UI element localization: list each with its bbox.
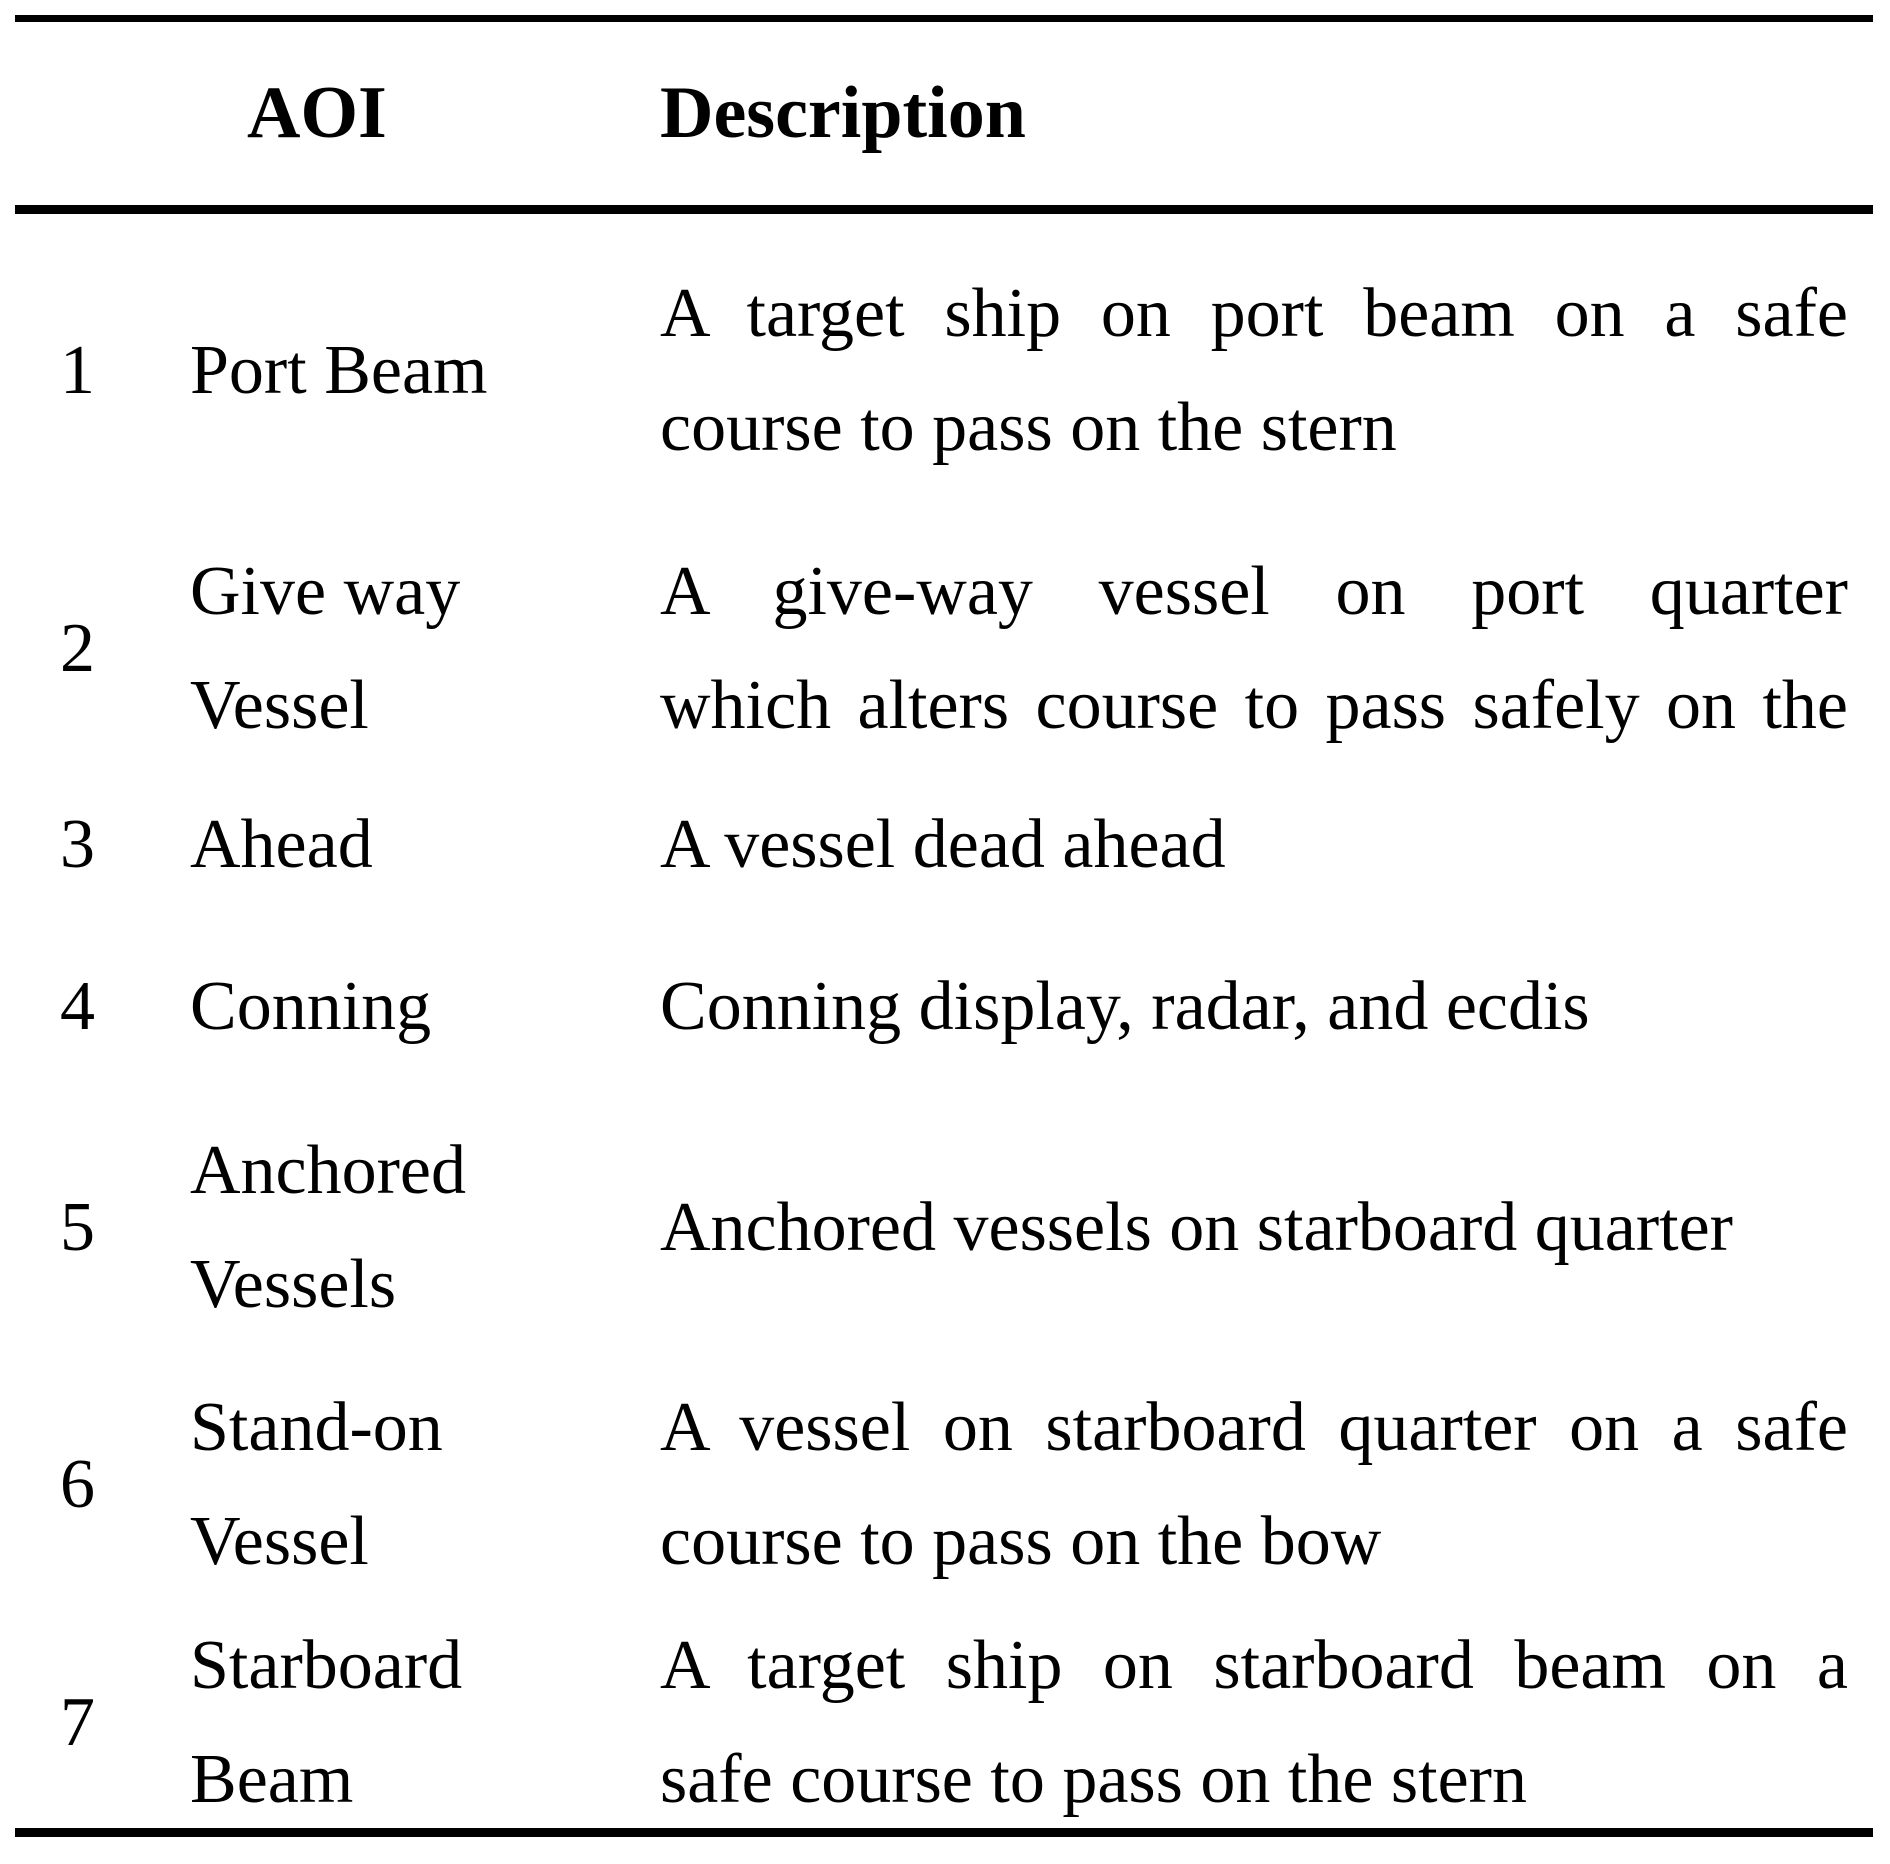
table-row: 3 Ahead A vessel dead ahead [15,771,1873,919]
description-cell: Anchored vessels on starboard quarter [660,1171,1873,1285]
description-line: which alters course to pass safely on th… [660,667,1848,744]
description-line: A give-way vessel on port quarter [660,553,1848,630]
aoi-label: Give way Vessel [190,553,461,744]
header-aoi: AOI [247,72,387,154]
description-line: A vessel dead ahead [660,806,1226,883]
row-number: 2 [60,610,95,687]
header-bottom-rule [15,205,1873,214]
description-cell: A give-way vessel on port quarter which … [660,535,1873,763]
description-line: A target ship on port beam on a safe [660,274,1848,352]
table-bottom-rule [15,1828,1873,1837]
table-row: 4 Conning Conning display, radar, and ec… [15,919,1873,1095]
row-number: 7 [60,1684,95,1761]
row-number: 3 [60,806,95,883]
description-cell: Conning display, radar, and ecdis [660,950,1873,1064]
row-number: 6 [60,1446,95,1523]
aoi-label: Stand-on Vessel [190,1389,443,1580]
description-line: course to pass on the stern [660,388,1397,466]
row-number: 1 [60,331,95,409]
description-line: Conning display, radar, and ecdis [660,968,1590,1045]
description-line: Anchored vessels on starboard quarter [660,1189,1733,1266]
description-line: safe course to pass on the stern [660,1741,1527,1818]
description-line: course to pass on the bow [660,1503,1382,1580]
description-cell: A target ship on starboard beam on a saf… [660,1609,1873,1837]
table-row: 7 Starboard Beam A target ship on starbo… [15,1609,1873,1828]
aoi-label: Starboard Beam [190,1627,463,1818]
aoi-label: Port Beam [190,331,488,409]
aoi-label: Anchored Vessels [190,1132,467,1323]
description-cell: A vessel on starboard quarter on a safe … [660,1371,1873,1599]
aoi-label: Conning [190,968,432,1045]
table-row: 1 Port Beam A target ship on port beam o… [15,214,1873,527]
description-cell: A target ship on port beam on a safe cou… [660,257,1873,485]
row-number: 5 [60,1189,95,1266]
table-top-rule [15,15,1873,22]
description-line: A vessel on starboard quarter on a safe [660,1389,1848,1466]
header-description: Description [660,72,1026,154]
table-header-row: AOI Description [15,22,1873,205]
aoi-table: AOI Description 1 Port Beam A target shi… [15,15,1873,1837]
table-row: 5 Anchored Vessels Anchored vessels on s… [15,1095,1873,1361]
table-row: 2 Give way Vessel A give-way vessel on p… [15,527,1873,771]
table-row: 6 Stand-on Vessel A vessel on starboard … [15,1361,1873,1609]
description-cell: A vessel dead ahead [660,788,1873,902]
description-line: A target ship on starboard beam on a [660,1627,1848,1704]
aoi-label: Ahead [190,806,373,883]
row-number: 4 [60,968,95,1045]
